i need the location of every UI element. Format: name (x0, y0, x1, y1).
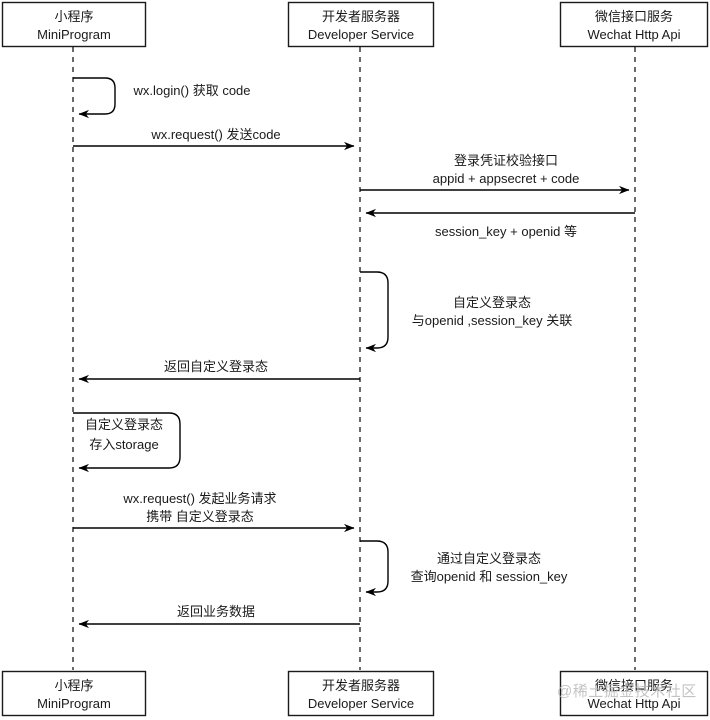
actor-box[interactable] (559, 1, 709, 48)
actor-name-cn: 小程序 (54, 9, 93, 24)
message-label: wx.request() 发送code (150, 127, 280, 142)
actor-name-cn: 开发者服务器 (322, 9, 400, 24)
message-label: wx.login() 获取 code (132, 83, 250, 98)
message-wx-request-send-code[interactable]: wx.request() 发送code (73, 127, 355, 151)
message-lookup-openid-session[interactable]: 通过自定义登录态 查询openid 和 session_key (360, 540, 568, 597)
actor-name-en: Wechat Http Api (588, 27, 681, 42)
lifelines (72, 47, 636, 670)
actor-header-wechat-http-api[interactable]: 微信接口服务 Wechat Http Api (559, 1, 709, 48)
actor-name-cn: 微信接口服务 (595, 9, 673, 24)
message-label-line1: 自定义登录态 (453, 295, 531, 310)
message-label-line2: 查询openid 和 session_key (411, 569, 568, 584)
message-label: session_key + openid 等 (435, 224, 577, 239)
message-return-custom-login-state[interactable]: 返回自定义登录态 (78, 359, 360, 384)
message-store-login-state[interactable]: 自定义登录态 存入storage (73, 412, 181, 473)
message-code2session[interactable]: 登录凭证校验接口 appid + appsecret + code (360, 153, 630, 195)
message-session-key-openid[interactable]: session_key + openid 等 (365, 208, 635, 239)
actor-box[interactable] (1, 670, 147, 717)
actor-box[interactable] (287, 670, 435, 717)
actor-header-developer-service[interactable]: 开发者服务器 Developer Service (287, 1, 435, 48)
message-label-line1: 通过自定义登录态 (437, 551, 541, 566)
message-label: 返回业务数据 (177, 604, 255, 619)
message-create-custom-login-state[interactable]: 自定义登录态 与openid ,session_key 关联 (360, 271, 572, 353)
self-loop-path (73, 77, 116, 119)
actor-name-en: MiniProgram (37, 696, 111, 711)
message-return-business-data[interactable]: 返回业务数据 (78, 604, 360, 629)
actor-footer-developer-service[interactable]: 开发者服务器 Developer Service (287, 670, 435, 717)
actor-footer-miniprogram[interactable]: 小程序 MiniProgram (1, 670, 147, 717)
message-label-line2: 存入storage (89, 437, 158, 452)
actor-name-cn: 开发者服务器 (322, 678, 400, 693)
message-label-line1: wx.request() 发起业务请求 (122, 491, 276, 506)
actor-name-en: MiniProgram (37, 27, 111, 42)
actor-footer-wechat-http-api[interactable]: 微信接口服务 Wechat Http Api (559, 670, 709, 717)
self-loop-path (360, 540, 389, 597)
message-label-line2: appid + appsecret + code (433, 171, 580, 186)
message-label-line1: 自定义登录态 (85, 417, 163, 432)
self-loop-path (360, 271, 389, 353)
actor-name-en: Wechat Http Api (588, 696, 681, 711)
message-label-line1: 登录凭证校验接口 (454, 153, 558, 168)
actor-name-en: Developer Service (308, 696, 414, 711)
message-wx-login[interactable]: wx.login() 获取 code (73, 77, 251, 119)
actor-name-en: Developer Service (308, 27, 414, 42)
actor-name-cn: 小程序 (54, 678, 93, 693)
message-label-line2: 携带 自定义登录态 (146, 509, 254, 524)
self-loop-path (73, 412, 181, 473)
actor-box[interactable] (559, 670, 709, 717)
actor-header-miniprogram[interactable]: 小程序 MiniProgram (1, 1, 147, 48)
actor-box[interactable] (287, 1, 435, 48)
message-label-line2: 与openid ,session_key 关联 (412, 313, 572, 328)
actor-name-cn: 微信接口服务 (595, 678, 673, 693)
actor-box[interactable] (1, 1, 147, 48)
message-business-request[interactable]: wx.request() 发起业务请求 携带 自定义登录态 (73, 491, 355, 533)
message-label: 返回自定义登录态 (164, 359, 268, 374)
